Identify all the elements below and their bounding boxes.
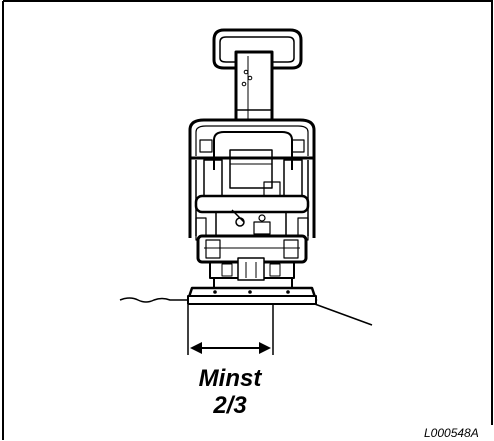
dimension-label-line1: Minst bbox=[198, 365, 262, 392]
dimension-label-line2: 2/3 bbox=[213, 392, 247, 419]
machine-frame bbox=[188, 149, 316, 241]
handle bbox=[212, 28, 303, 70]
vibration-unit bbox=[196, 234, 308, 289]
engine-hood bbox=[188, 118, 316, 170]
handle-shaft bbox=[234, 50, 274, 124]
base-plate bbox=[186, 286, 318, 305]
figure-code: L000548A bbox=[424, 426, 479, 440]
machine bbox=[186, 28, 318, 305]
ground-line bbox=[119, 297, 373, 326]
dimension-arrow bbox=[187, 305, 274, 355]
